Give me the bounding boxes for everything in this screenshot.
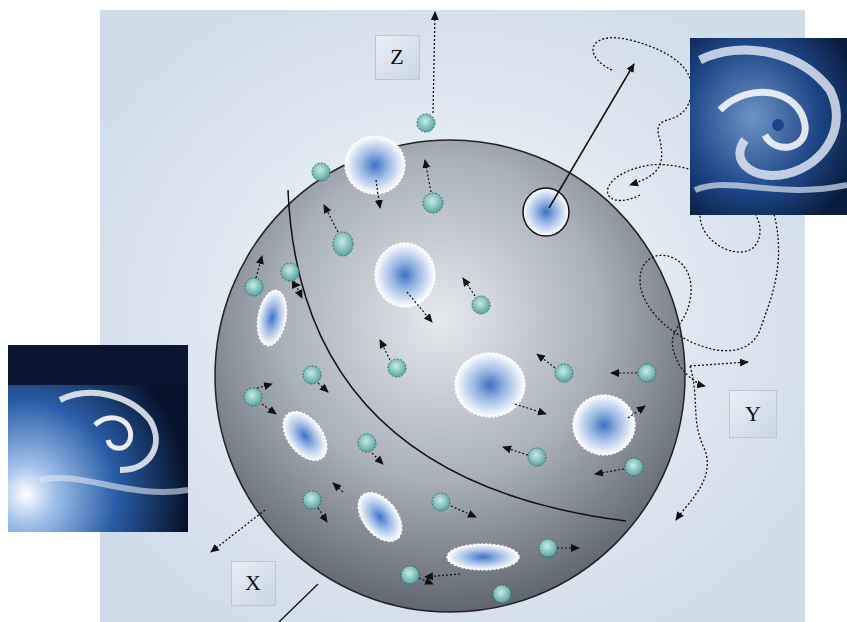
label-box: X (231, 561, 276, 606)
earth-photo (8, 345, 188, 532)
label-letter: Y (745, 402, 761, 426)
label-letter: X (245, 571, 261, 595)
earth-photo (690, 38, 847, 215)
label-box: Z (375, 35, 420, 80)
label-box: Y (729, 390, 777, 438)
label-letter: Z (390, 45, 403, 69)
